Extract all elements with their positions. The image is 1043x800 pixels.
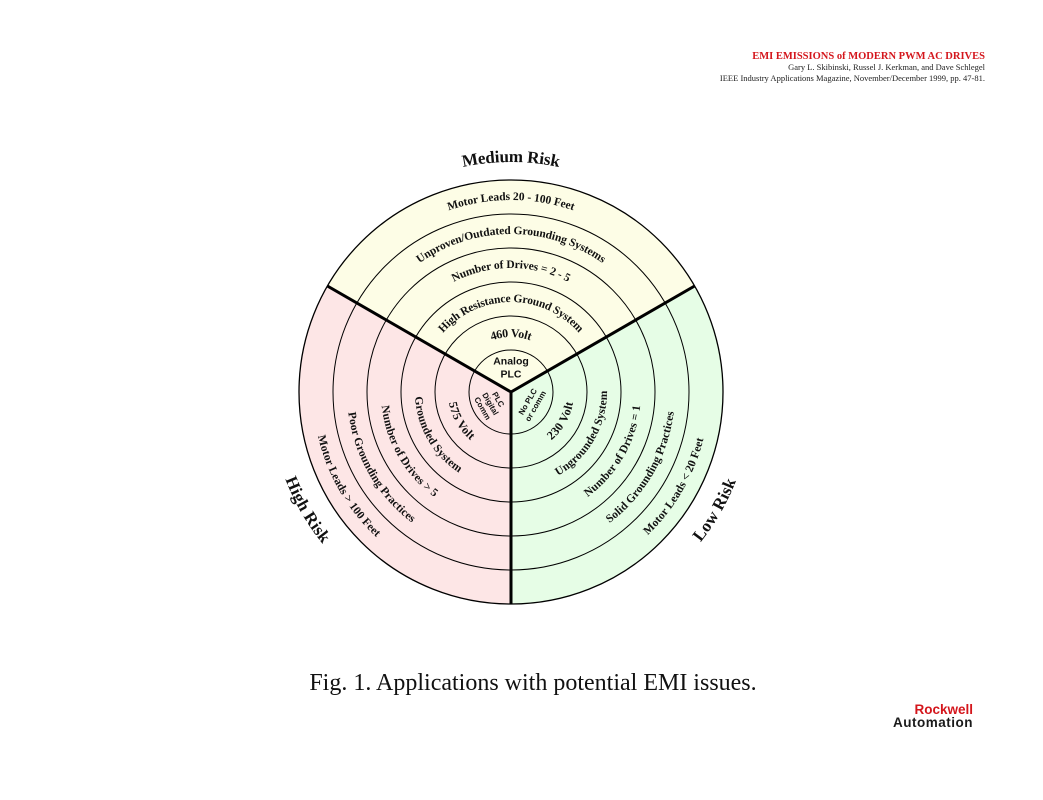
sector-divider	[326, 284, 512, 394]
paper-title: EMI EMISSIONS of MODERN PWM AC DRIVES	[752, 51, 985, 62]
ring-label-medium-voltage: 460 Volt	[488, 326, 533, 343]
paper-authors: Gary L. Skibinski, Russel J. Kerkman, an…	[788, 62, 985, 72]
center-label-line: Analog	[493, 356, 529, 368]
risk-label-medium: Medium Risk	[460, 146, 562, 170]
logo-line-1: Rockwell	[914, 702, 973, 717]
paper-citation: IEEE Industry Applications Magazine, Nov…	[719, 73, 985, 83]
logo-line-2: Automation	[893, 715, 973, 730]
sector-high-fill	[298, 286, 511, 604]
center-label-line: PLC	[501, 369, 522, 381]
sector-low-fill	[511, 286, 724, 604]
rockwell-automation-logo: Rockwell Automation	[893, 702, 973, 730]
figure-caption: Fig. 1. Applications with potential EMI …	[309, 670, 757, 696]
sector-divider	[510, 284, 696, 394]
citation-header: EMI EMISSIONS of MODERN PWM AC DRIVES Ga…	[720, 51, 985, 84]
